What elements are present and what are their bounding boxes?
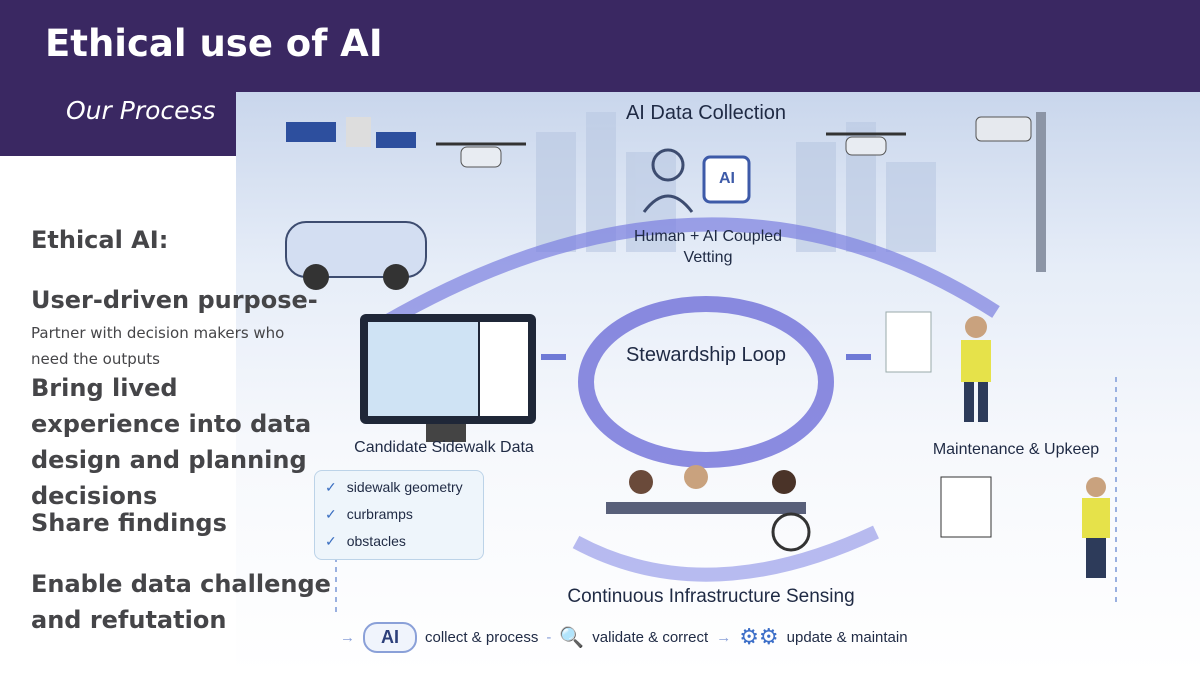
stewardship-loop-label: Stewardship Loop [625, 344, 787, 366]
illustration-graphics [285, 112, 1117, 612]
arrow-icon: → [716, 628, 732, 646]
drone-icon-right [826, 132, 906, 156]
flow-step-validate: validate & correct [592, 628, 709, 646]
point-lived-experience: Bring lived experience into data design … [31, 374, 312, 510]
checklist-item: ✓curbramps [325, 506, 413, 522]
drone-icon [436, 142, 526, 168]
outer-arc [382, 217, 1000, 329]
continuous-sensing-label: Continuous Infrastructure Sensing [567, 586, 855, 607]
maintenance-label: Maintenance & Upkeep [932, 441, 1100, 458]
ai-data-collection-label: AI Data Collection [625, 102, 787, 124]
slide-subtitle: Our Process [66, 96, 216, 125]
worker-tablet-icon [885, 311, 991, 422]
point-user-driven-detail: Partner with decision makers who need th… [31, 324, 285, 368]
header-bar [0, 0, 1200, 92]
ethical-ai-heading: Ethical AI: [31, 226, 169, 254]
check-icon: ✓ [325, 533, 337, 549]
check-icon: ✓ [325, 506, 337, 522]
stewardship-loop-ring [578, 296, 834, 468]
vetting-label: Human + AI Coupled Vetting [633, 228, 783, 266]
header-bar-extension [0, 92, 236, 156]
checklist-item: ✓sidewalk geometry [325, 479, 463, 495]
arrow-icon: → [340, 628, 355, 646]
data-checklist: ✓sidewalk geometry ✓curbramps ✓obstacles [314, 470, 484, 560]
flow-step-update: update & maintain [786, 628, 908, 646]
bicycle-icon: ⚙⚙ [739, 624, 779, 649]
person-ai-chip-icon [642, 148, 751, 213]
process-flow: → AI collect & process - 🔍 validate & co… [340, 619, 908, 655]
arrow-icon: - [546, 628, 552, 646]
satellite-icon [286, 117, 416, 148]
worker-clipboard-icon [940, 476, 1110, 578]
flow-step-collect: collect & process [425, 628, 539, 646]
check-icon: ✓ [325, 479, 337, 495]
checklist-item: ✓obstacles [325, 533, 406, 549]
process-illustration: AI Data Collection AI Human + AI Coupled… [236, 92, 1200, 674]
point-share-findings: Share findings [31, 509, 227, 537]
ai-chip-label: AI [719, 170, 735, 187]
point-data-challenge: Enable data challenge and refutation [31, 570, 331, 634]
point-user-driven: User-driven purpose- [31, 286, 318, 314]
validate-search-icon: 🔍 [559, 626, 585, 649]
ai-cloud-icon: AI [363, 621, 417, 653]
sensor-car-icon [285, 221, 427, 290]
lower-arc [572, 525, 879, 582]
team-meeting-icon [606, 465, 811, 552]
monitor-map-icon [360, 314, 536, 442]
slide-title: Ethical use of AI [45, 22, 383, 65]
camera-pole-icon [975, 112, 1046, 272]
candidate-sidewalk-data-label: Candidate Sidewalk Data [354, 439, 534, 456]
